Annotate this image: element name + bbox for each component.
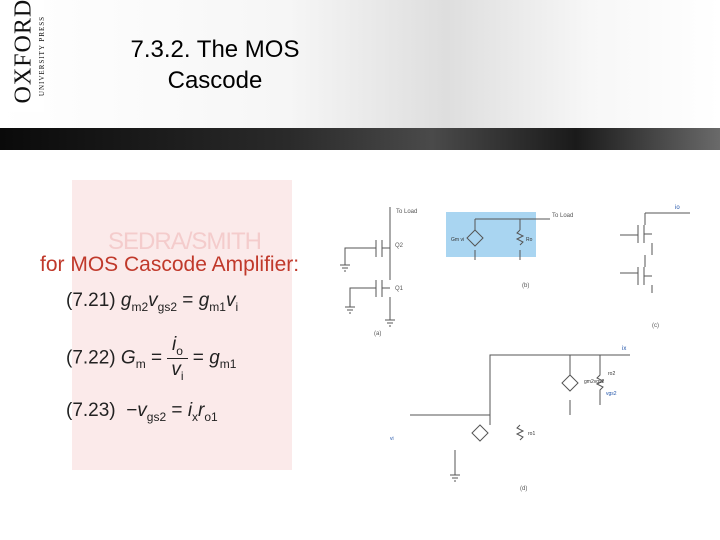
figure-label-b: (b) bbox=[522, 283, 529, 289]
equation-label: (7.21) bbox=[66, 290, 116, 311]
figure-label-d: (d) bbox=[520, 486, 527, 492]
figure-label-c: (c) bbox=[652, 323, 659, 329]
slide-title: 7.3.2. The MOS Cascode bbox=[130, 36, 300, 94]
logo-subtext: UNIVERSITY PRESS bbox=[38, 15, 46, 97]
figure-label-q1: Q1 bbox=[395, 286, 404, 292]
equations-subtitle: for MOS Cascode Amplifier: bbox=[40, 253, 300, 276]
figure-label-vgs: vgs2 bbox=[606, 391, 617, 397]
equation-label: (7.22) bbox=[66, 347, 116, 369]
equation-label: (7.23) bbox=[66, 400, 116, 421]
figure-label-load-2: To Load bbox=[552, 213, 573, 219]
figure-label-ro: Ro bbox=[526, 237, 533, 243]
oxford-logo: OXFORD UNIVERSITY PRESS bbox=[0, 0, 46, 112]
figure-label-io: io bbox=[675, 205, 680, 211]
equation-7-23: (7.23) −vgs2 = ixro1 bbox=[66, 400, 218, 424]
figure-label-vi: vi bbox=[390, 436, 394, 442]
equation-7-21: (7.21) gm2vgs2 = gm1vi bbox=[66, 290, 239, 314]
logo-wordmark: OXFORD bbox=[10, 0, 37, 104]
figure-label-ro1: ro1 bbox=[528, 431, 535, 437]
figure-label-a: (a) bbox=[374, 331, 381, 337]
header-dark-bar bbox=[0, 128, 720, 150]
book-cover-text: SEDRA/SMITH bbox=[108, 228, 262, 255]
cascode-circuit-figure: To Load Q2 Q1 (a) Gm vi Ro To Load (b) i… bbox=[340, 205, 690, 492]
figure-label-gmro: gm2vgs2 bbox=[584, 379, 605, 385]
figure-label-load: To Load bbox=[396, 209, 417, 215]
figure-label-ro2: ro2 bbox=[608, 371, 615, 377]
header-gradient bbox=[0, 0, 720, 128]
figure-label-q2: Q2 bbox=[395, 243, 404, 249]
figure-label-gm: Gm vi bbox=[451, 237, 464, 243]
figure-label-ix: ix bbox=[622, 346, 626, 352]
book-cover-image bbox=[72, 180, 292, 470]
